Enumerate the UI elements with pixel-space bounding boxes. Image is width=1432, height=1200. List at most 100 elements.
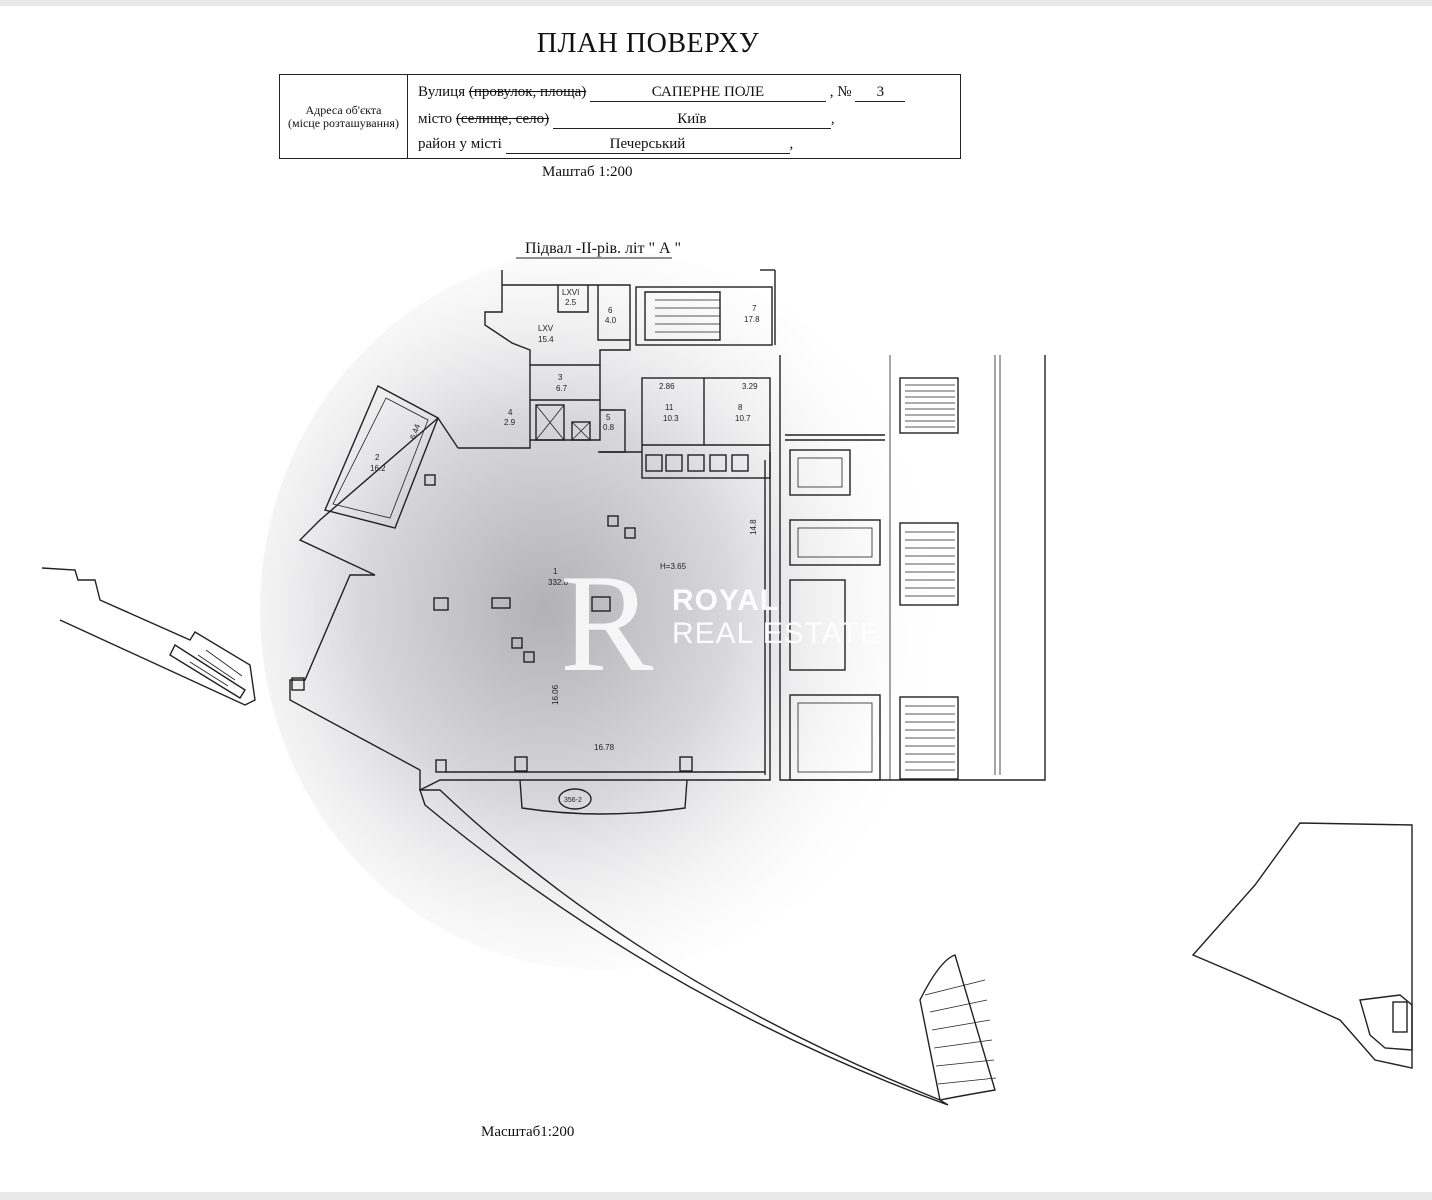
city-value: Київ: [552, 111, 831, 129]
right-outline: [779, 355, 1046, 781]
main-hall-walls: [289, 416, 771, 792]
room-2-num: 2: [375, 453, 380, 462]
floor-title: Підвал -ІІ-рів. літ " А ": [525, 240, 681, 257]
room-lxvi-walls: [557, 285, 589, 313]
watermark-logo: R: [560, 546, 654, 701]
address-label-cell: Адреса об'єкта (місце розташування): [280, 75, 408, 158]
room-lxv-area: 15.4: [538, 335, 554, 344]
dim-2-86: 2.86: [659, 382, 675, 391]
district-value: Печерський: [505, 136, 790, 154]
document-title: ПЛАН ПОВЕРХУ: [536, 28, 760, 59]
scale-bottom: Масштаб1:200: [481, 1124, 575, 1140]
column-8: [523, 651, 535, 663]
right-box-2: [789, 519, 881, 566]
left-stair: [169, 643, 246, 699]
room-4-area: 2.9: [504, 418, 516, 427]
room-3-num: 3: [558, 373, 563, 382]
exit-bump: [519, 779, 688, 815]
wc-block: [641, 377, 771, 479]
address-label-line2: (місце розташування): [288, 115, 399, 130]
left-stair-treads: [189, 649, 243, 687]
city-struck-label: (селище, село): [455, 111, 550, 127]
room-6-num: 6: [608, 306, 613, 315]
column-9: [435, 759, 447, 773]
shaft-small: [571, 421, 591, 441]
wc-fixture-1: [645, 454, 663, 472]
right-box-2-inner: [797, 527, 873, 558]
right-terrace-line: [785, 434, 885, 441]
column-6: [591, 596, 611, 612]
room-lxvi-area: 2.5: [565, 298, 577, 307]
street-struck-label: (провулок, площа): [468, 84, 587, 100]
column-4: [433, 597, 449, 611]
city-label: місто: [418, 111, 453, 127]
wc-fixture-5: [731, 454, 749, 472]
right-stair-3: [899, 696, 959, 780]
room-2-walls: [324, 385, 439, 529]
room-6-area: 4.0: [605, 316, 617, 325]
room-2-area: 16.2: [370, 464, 386, 473]
elevator-shaft: [535, 404, 565, 441]
room-11-area: 10.3: [663, 414, 679, 423]
column-7: [511, 637, 523, 649]
right-stair-3-treads: [905, 705, 955, 771]
street-value: САПЕРНЕ ПОЛЕ: [590, 84, 827, 102]
right-stair-1-treads: [905, 384, 955, 428]
room-5-num: 5: [606, 413, 611, 422]
number-value: 3: [855, 84, 906, 102]
column-10: [514, 756, 528, 772]
right-box-4: [789, 694, 881, 781]
street-label: Вулиця: [418, 84, 466, 100]
room-3-area: 6.7: [556, 384, 568, 393]
room-8-num: 8: [738, 403, 743, 412]
left-annex: [41, 567, 256, 706]
right-stair-1: [899, 377, 959, 434]
column-3: [624, 527, 636, 539]
curved-terrace: [419, 789, 949, 1106]
watermark-line1: ROYAL: [672, 584, 780, 617]
exit-tag-ellipse: [558, 788, 592, 810]
right-stair-2: [899, 522, 959, 606]
right-edge-lines: [994, 355, 1001, 775]
street-row: Вулиця (провулок, площа) САПЕРНЕ ПОЛЕ , …: [418, 84, 906, 102]
room-6-walls: [597, 285, 630, 341]
stair-7-treads: [655, 299, 720, 333]
ceiling-height: H=3.65: [660, 562, 687, 571]
right-box-4-inner: [797, 702, 873, 773]
column-1: [424, 474, 436, 486]
room-4-num: 4: [508, 408, 513, 417]
shaft-small-cross: [571, 421, 591, 441]
key-plan-rect: [1392, 1001, 1408, 1033]
district-comma: ,: [789, 136, 794, 152]
room-2-inner: [332, 397, 429, 519]
number-label: , №: [829, 84, 852, 100]
watermark-line2: REAL ESTATE: [672, 617, 881, 650]
city-comma: ,: [830, 111, 835, 127]
room-8-area: 10.7: [735, 414, 751, 423]
address-table: Адреса об'єкта (місце розташування) Вули…: [279, 74, 961, 159]
watermark-brand: ROYAL REAL ESTATE: [672, 584, 881, 650]
dim-16-78: 16.78: [594, 743, 615, 752]
district-row: район у місті Печерський,: [418, 136, 793, 154]
stair-7: [644, 291, 721, 341]
room-7-walls: [635, 286, 773, 346]
elevator-cross: [535, 404, 565, 441]
room-1-area: 332.8: [548, 578, 569, 587]
column-11: [679, 756, 693, 772]
wc-fixture-4: [709, 454, 727, 472]
column-2: [607, 515, 619, 527]
wc-fixture-2: [665, 454, 683, 472]
room-3-walls: [529, 365, 601, 441]
right-box-1: [789, 449, 851, 496]
right-stair-2-treads: [905, 531, 955, 597]
wc-fixture-3: [687, 454, 705, 472]
room-5-area: 0.8: [603, 423, 615, 432]
dim-14-8: 14.8: [749, 519, 758, 535]
key-plan-detail: [1359, 994, 1413, 1051]
room-7-num: 7: [752, 304, 757, 313]
right-box-1-inner: [797, 457, 843, 488]
dim-16-06: 16.06: [551, 684, 560, 705]
district-label: район у місті: [418, 136, 502, 152]
right-box-3: [789, 579, 846, 671]
